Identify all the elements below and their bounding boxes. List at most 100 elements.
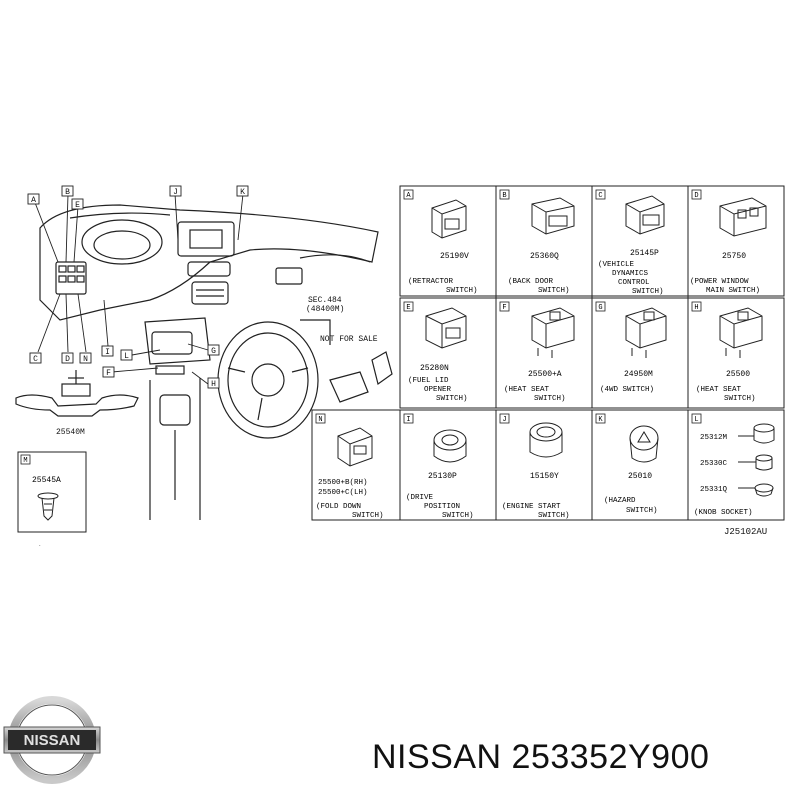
panel-b: B 25360Q (BACK DOOR SWITCH) xyxy=(499,189,575,295)
engine-start-switch-icon xyxy=(529,422,563,458)
switch-desc: SWITCH) xyxy=(538,287,570,295)
panel-letter: E xyxy=(406,304,410,312)
callout-letter: B xyxy=(65,188,70,197)
switch-desc: (HEAT SEAT xyxy=(504,386,550,394)
panel-letter: I xyxy=(406,416,410,424)
part-number: 25500+C(LH) xyxy=(318,489,368,497)
part-number: 25145P xyxy=(630,249,659,258)
callout-letter: G xyxy=(211,347,216,356)
switch-desc: (FUEL LID xyxy=(408,377,449,385)
retractor-switch-icon xyxy=(431,199,467,239)
callout-letter: H xyxy=(211,380,216,389)
switch-desc: (HAZARD xyxy=(604,497,636,505)
fuel-lid-switch-icon xyxy=(425,307,467,349)
dashboard-overview xyxy=(15,204,393,520)
heat-seat-switch-icon xyxy=(719,307,763,358)
callout-letter: A xyxy=(31,196,36,205)
switch-desc: (RETRACTOR xyxy=(408,278,454,286)
knob-socket-icon xyxy=(738,423,775,497)
callout-letters: A B E J K C D N I L G F H xyxy=(31,188,245,389)
not-for-sale-note: NOT FOR SALE xyxy=(320,335,378,344)
callout-letter: C xyxy=(33,355,38,364)
fold-down-switch-icon xyxy=(337,427,373,467)
part-number: 25010 xyxy=(628,472,652,481)
callout-leaders xyxy=(33,193,244,385)
part-number: 25130P xyxy=(428,472,457,481)
panel-e: E 25280N (FUEL LID OPENER SWITCH) xyxy=(403,301,468,403)
panel-letter: A xyxy=(406,192,411,200)
panel-c: C 25145P (VEHICLE DYNAMICS CONTROL SWITC… xyxy=(595,189,665,296)
part-number: 25312M xyxy=(700,434,728,442)
panel-letter: G xyxy=(598,304,602,312)
switch-desc: (DRIVE xyxy=(406,494,434,502)
hazard-switch-icon xyxy=(629,425,659,463)
panel-n: N 25500+B(RH) 25500+C(LH) (FOLD DOWN SWI… xyxy=(315,413,384,520)
vdc-switch-icon xyxy=(625,195,665,235)
tiny-mark: . xyxy=(38,541,42,548)
part-number: 25280N xyxy=(420,364,449,373)
switch-panels-grid xyxy=(311,185,785,521)
combo-switch-part: 25540M xyxy=(56,428,85,437)
power-window-switch-icon xyxy=(719,197,767,237)
heat-seat-switch-icon xyxy=(531,307,575,358)
part-number: 25750 xyxy=(722,252,746,261)
part-number: 25330C xyxy=(700,460,728,468)
switch-desc: SWITCH) xyxy=(538,512,570,520)
panel-a: A 25190V (RETRACTOR SWITCH) xyxy=(403,189,478,295)
switch-desc: SWITCH) xyxy=(442,512,474,520)
callout-letter: F xyxy=(106,369,111,378)
switch-desc: (BACK DOOR xyxy=(508,278,554,286)
switch-desc: (HEAT SEAT xyxy=(696,386,742,394)
switch-desc: (POWER WINDOW xyxy=(690,278,749,286)
logo-wordmark: NISSAN xyxy=(24,732,81,749)
part-number: 25360Q xyxy=(530,252,559,261)
switch-desc: (KNOB SOCKET) xyxy=(694,509,753,517)
switch-desc: (VEHICLE xyxy=(598,261,635,269)
panel-l: L 25312M 25330C 25331Q (KNOB SOCKET) xyxy=(691,413,775,517)
panel-m: M 25545A xyxy=(17,451,87,533)
panel-letter: J xyxy=(502,416,506,424)
switch-desc: (4WD SWITCH) xyxy=(600,386,654,394)
panel-d: D 25750 (POWER WINDOW MAIN SWITCH) xyxy=(690,189,767,295)
panel-k: K 25010 (HAZARD SWITCH) xyxy=(595,413,659,515)
switch-desc: SWITCH) xyxy=(724,395,756,403)
switch-desc: MAIN SWITCH) xyxy=(706,287,760,295)
switch-desc: SWITCH) xyxy=(436,395,468,403)
back-door-switch-icon xyxy=(531,197,575,235)
part-caption: NISSAN 253352Y900 xyxy=(372,738,710,776)
part-number: 25190V xyxy=(440,252,469,261)
callout-letter: I xyxy=(105,348,110,357)
panel-letter: M xyxy=(23,457,27,465)
panel-f: F 25500+A (HEAT SEAT SWITCH) xyxy=(499,301,575,403)
switch-desc: (FOLD DOWN xyxy=(316,503,361,511)
panel-letter: B xyxy=(502,192,506,200)
switch-desc: SWITCH) xyxy=(352,512,384,520)
panel-letter: H xyxy=(694,304,698,312)
panel-letter: F xyxy=(502,304,506,312)
clip-part-number: 25545A xyxy=(32,476,61,485)
callout-letter: D xyxy=(65,355,70,364)
part-number: 25500 xyxy=(726,370,750,379)
callout-letter: E xyxy=(75,201,80,210)
figure-code: J25102AU xyxy=(724,527,767,537)
switch-desc: SWITCH) xyxy=(446,287,478,295)
clip-icon xyxy=(37,492,59,521)
panel-letter: N xyxy=(318,416,322,424)
callout-letter: N xyxy=(83,355,88,364)
panel-i: I 25130P (DRIVE POSITION SWITCH) xyxy=(403,413,474,520)
4wd-switch-icon xyxy=(625,307,667,358)
part-number: 25331Q xyxy=(700,486,728,494)
panel-letter: K xyxy=(598,416,603,424)
panel-j: J 15150Y (ENGINE START SWITCH) xyxy=(499,413,570,520)
sec-reference: SEC.484 xyxy=(308,296,342,305)
part-number: 24950M xyxy=(624,370,653,379)
switch-desc: CONTROL xyxy=(618,279,650,287)
switch-desc: SWITCH) xyxy=(534,395,566,403)
nissan-logo: NISSAN xyxy=(3,696,101,784)
switch-desc: OPENER xyxy=(424,386,452,394)
switch-desc: SWITCH) xyxy=(632,288,664,296)
part-number: 25500+A xyxy=(528,370,562,379)
callout-boxes xyxy=(27,185,249,389)
callout-letter: L xyxy=(124,352,129,361)
callout-letter: J xyxy=(173,188,178,197)
